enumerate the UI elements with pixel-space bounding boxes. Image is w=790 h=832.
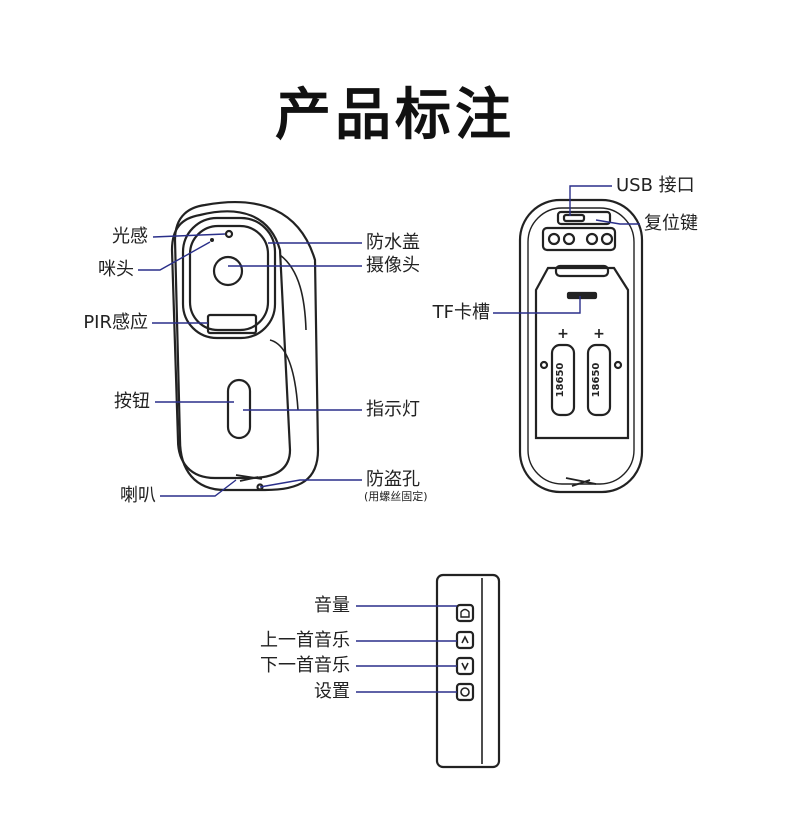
label-waterproof-cover: 防水盖 <box>366 232 420 253</box>
leader-lines <box>138 185 640 693</box>
label-mic: 咪头 <box>98 259 134 280</box>
label-prev: 上一首音乐 <box>260 630 350 651</box>
label-light-sensor: 光感 <box>112 226 148 247</box>
battery-plus-1: + <box>557 326 569 342</box>
settings-key <box>455 682 475 702</box>
label-speaker: 喇叭 <box>120 485 156 506</box>
chevron-down-icon <box>461 662 469 671</box>
label-tf-slot: TF卡槽 <box>432 302 490 323</box>
label-usb: USB 接口 <box>616 175 695 196</box>
label-camera: 摄像头 <box>366 255 420 276</box>
label-reset: 复位键 <box>644 213 698 234</box>
battery-plus-2: + <box>593 326 605 342</box>
volume-icon <box>460 608 470 618</box>
back-device <box>518 198 644 494</box>
label-settings: 设置 <box>314 681 350 702</box>
prev-key <box>455 630 475 650</box>
front-device <box>170 201 320 492</box>
label-indicator: 指示灯 <box>366 399 420 420</box>
next-key <box>455 656 475 676</box>
label-anti-theft-note: (用螺丝固定) <box>364 490 428 503</box>
label-anti-theft: 防盗孔 <box>366 469 420 490</box>
label-pir: PIR感应 <box>83 312 148 333</box>
gear-icon <box>460 687 470 697</box>
label-next: 下一首音乐 <box>260 655 350 676</box>
battery-label-1: 18650 <box>555 363 566 398</box>
label-volume: 音量 <box>314 595 350 616</box>
chevron-up-icon <box>461 635 469 644</box>
page-title: 产品标注 <box>275 83 515 148</box>
volume-key <box>455 603 475 623</box>
battery-label-2: 18650 <box>591 363 602 398</box>
label-button: 按钮 <box>114 391 150 412</box>
side-device <box>435 573 501 769</box>
